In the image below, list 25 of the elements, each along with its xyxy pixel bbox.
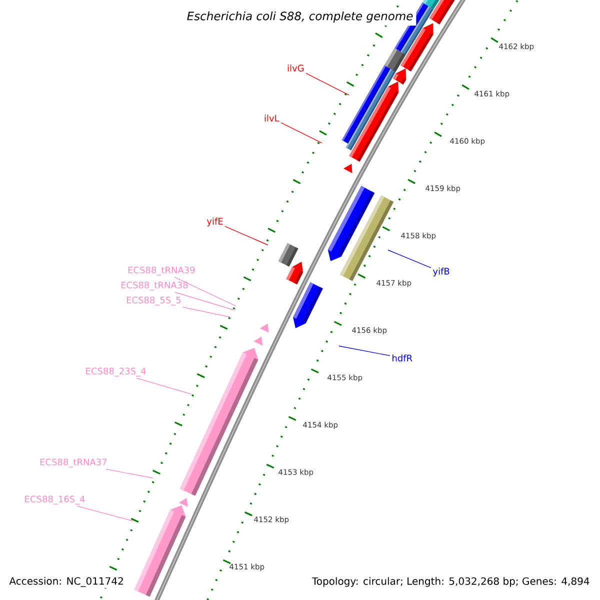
gene-label: yifB bbox=[432, 268, 450, 276]
leader-line bbox=[136, 378, 192, 394]
leader-line bbox=[182, 306, 230, 318]
leader-line bbox=[388, 250, 432, 268]
gene-label: ECS88_tRNA37 bbox=[40, 458, 107, 468]
leader-line bbox=[105, 468, 154, 478]
gene-label: ECS88_23S_4 bbox=[86, 368, 146, 376]
gene-label: hdfR bbox=[392, 354, 412, 362]
title: Escherichia coli S88, complete genome bbox=[184, 8, 416, 26]
gene-label: ilvG bbox=[288, 64, 304, 72]
gene-label: ECS88_tRNA38 bbox=[121, 282, 188, 290]
leader-line bbox=[280, 122, 322, 144]
leader-line bbox=[338, 346, 390, 356]
gene-label: ECS88_tRNA39 bbox=[128, 266, 195, 276]
footer-text: Accession: NC_011742 bbox=[8, 576, 125, 588]
leader-line bbox=[306, 72, 350, 96]
leader-line bbox=[174, 292, 234, 310]
leader-line bbox=[224, 226, 268, 246]
gene-label: yifE bbox=[206, 218, 223, 226]
footer-text: Topology: circular; Length: 5,032,268 bp; Genes: 4,894 bbox=[310, 576, 591, 588]
leader-line bbox=[77, 506, 134, 522]
leader-line bbox=[174, 276, 236, 306]
gene-label: ilvL bbox=[264, 114, 280, 122]
gene-label: ECS88_5S_5 bbox=[126, 296, 181, 306]
gene-label: ECS88_16S_4 bbox=[25, 496, 85, 504]
